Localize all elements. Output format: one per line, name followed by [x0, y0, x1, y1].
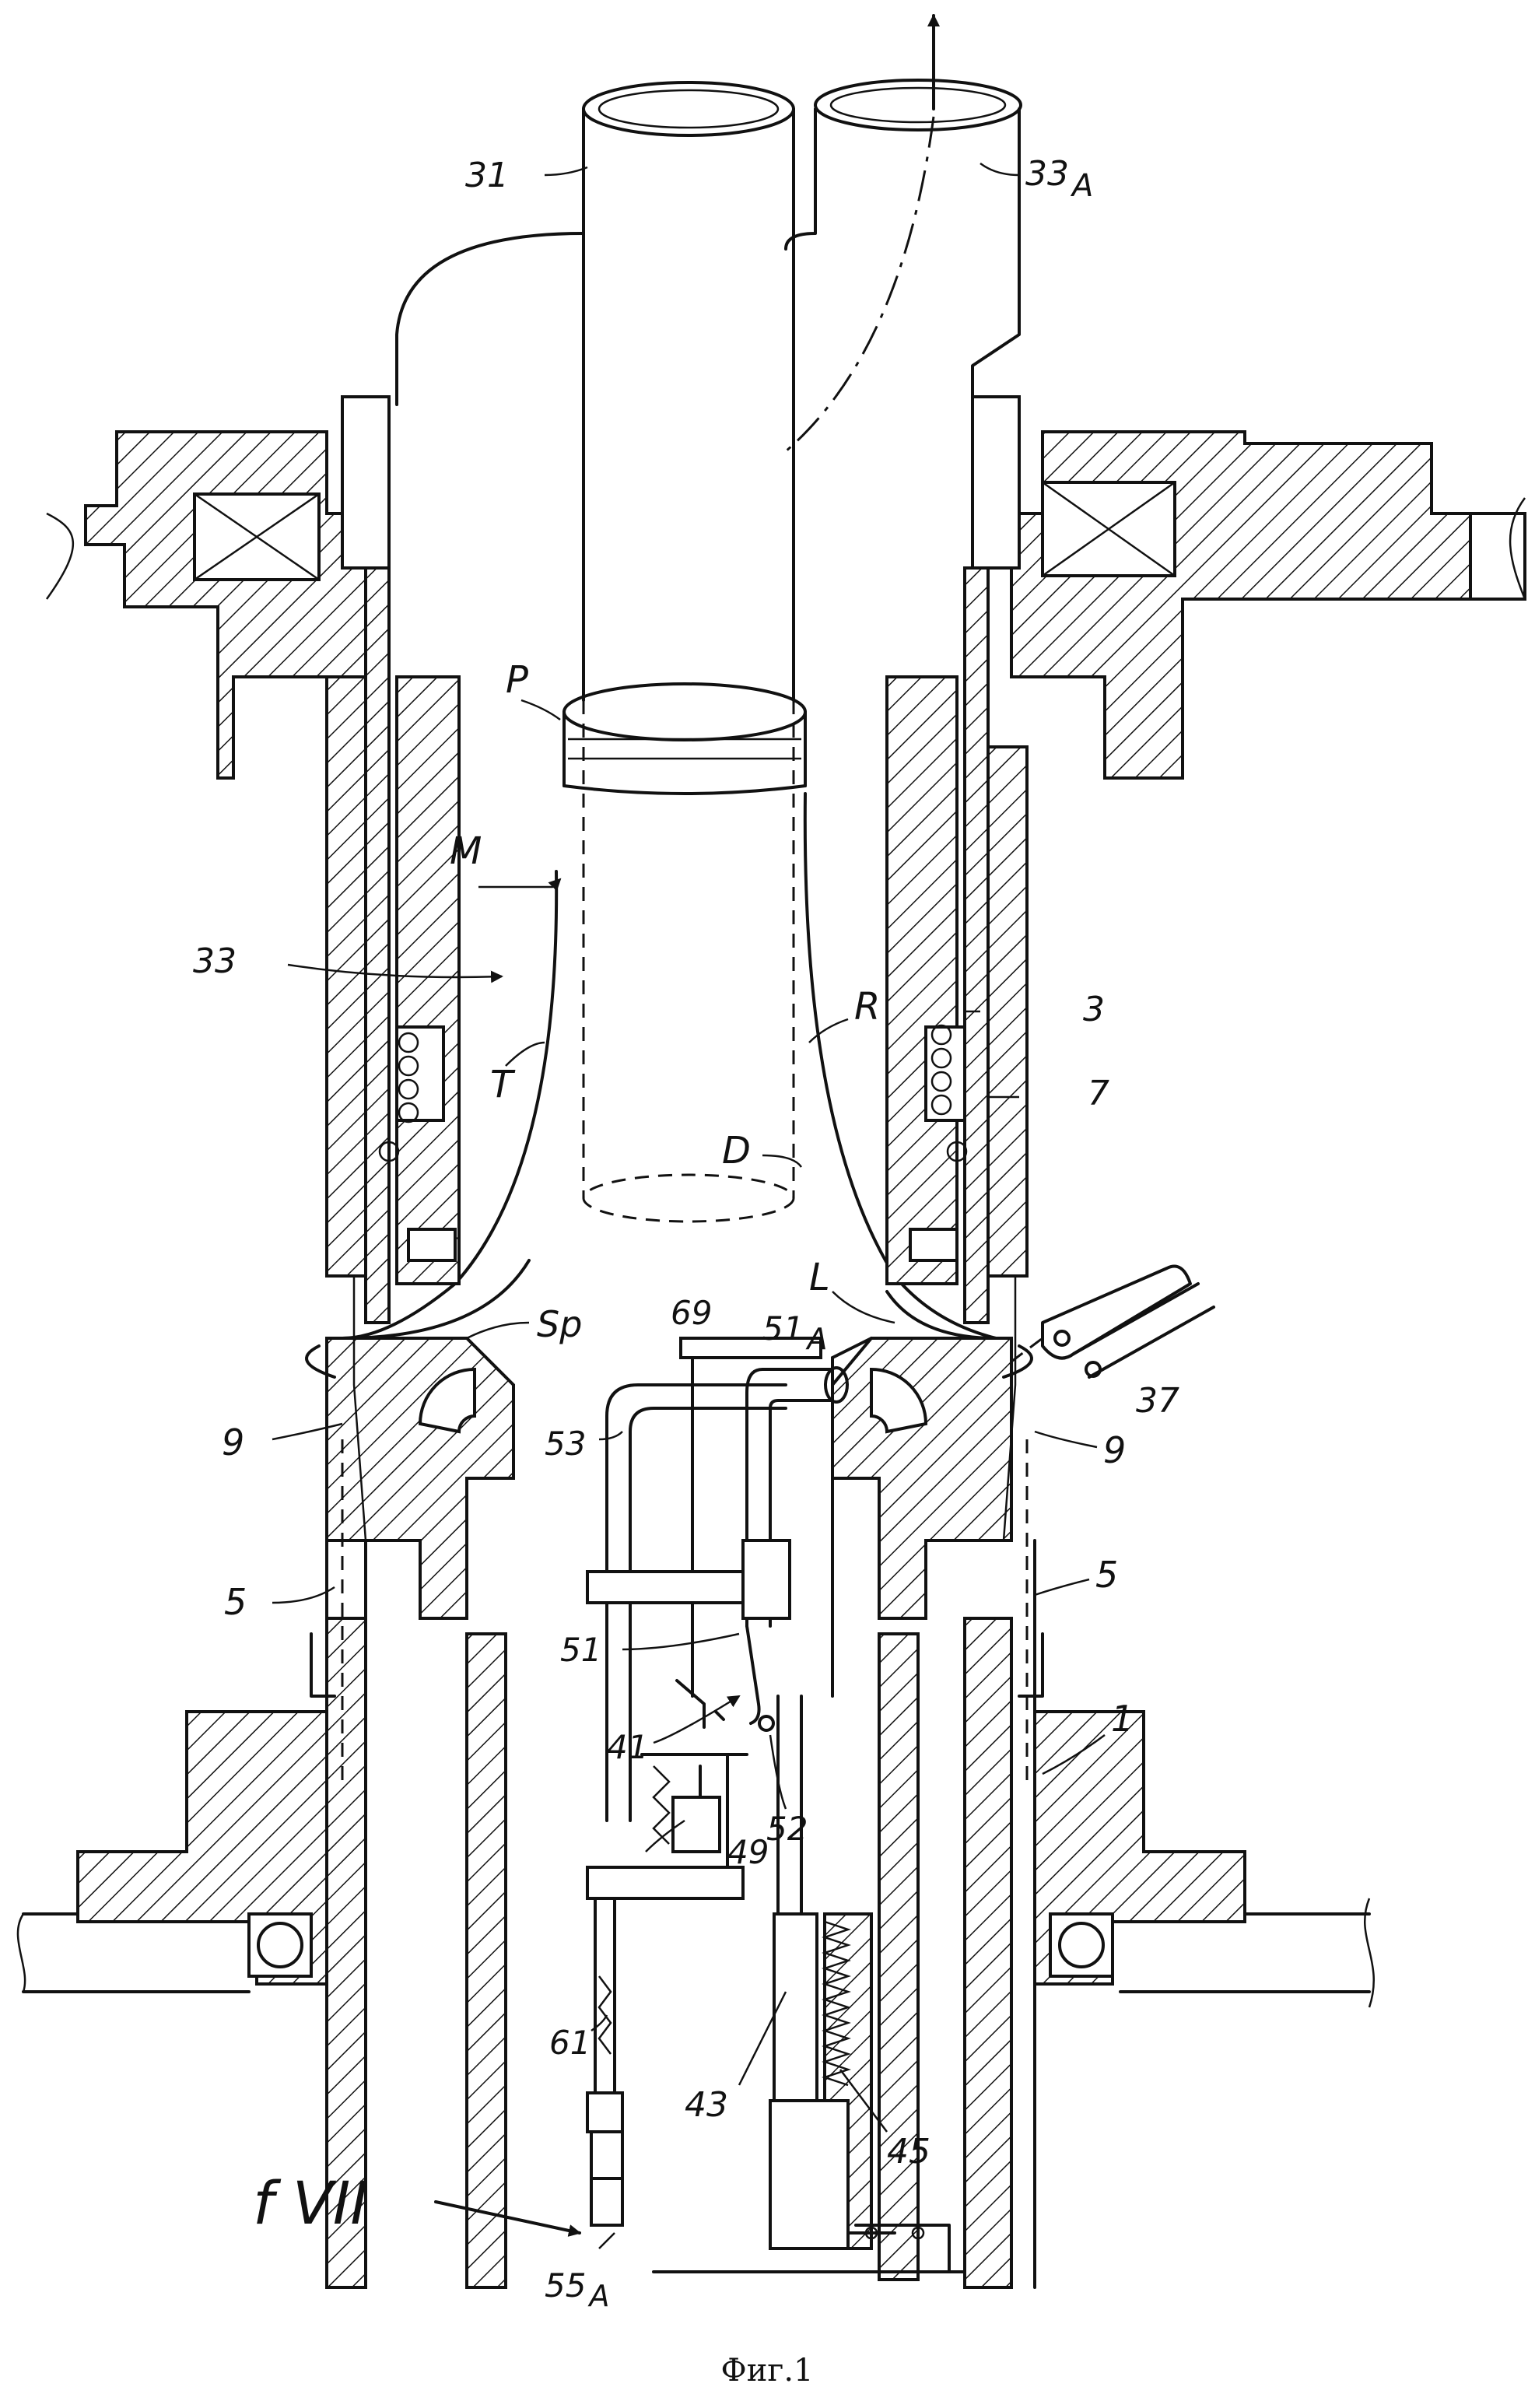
label-33: 33: [193, 941, 237, 981]
label-55A-sub: A: [587, 2279, 609, 2313]
label-fVII: f VII: [253, 2168, 368, 2238]
bypass-pipe: [397, 233, 584, 405]
column-43: [770, 1696, 895, 2249]
label-61: 61: [549, 2024, 591, 2062]
top-housing-right: [973, 397, 1525, 778]
label-7: 7: [1088, 1074, 1109, 1113]
label-51: 51: [560, 1631, 601, 1669]
label-51A-sub: A: [804, 1322, 827, 1356]
bracket-lower: [587, 1867, 743, 1898]
bottom-frame-right: [1035, 1712, 1369, 1992]
label-Sp: Sp: [537, 1303, 582, 1345]
lever-37: [1011, 1267, 1214, 1378]
label-41: 41: [607, 1728, 648, 1766]
label-R: R: [854, 985, 880, 1029]
label-L: L: [809, 1256, 830, 1299]
bottom-break-left: [18, 1914, 25, 1992]
label-5-right: 5: [1095, 1554, 1118, 1596]
label-T: T: [490, 1063, 516, 1106]
label-9-right: 9: [1103, 1429, 1126, 1471]
needle-cylinder-left: [327, 568, 459, 1323]
cylinder-dashed: [584, 700, 794, 1222]
top-break-left: [47, 513, 73, 599]
label-33A: 33A: [1025, 154, 1093, 204]
label-P: P: [506, 658, 528, 702]
label-69: 69: [671, 1294, 712, 1332]
figure-caption: Фиг.1: [721, 2353, 814, 2389]
label-31: 31: [465, 156, 509, 195]
label-9-left: 9: [222, 1421, 244, 1463]
label-49: 49: [727, 1833, 769, 1871]
label-55A-main: 55: [545, 2266, 586, 2305]
label-3: 3: [1083, 990, 1105, 1029]
label-52: 52: [766, 1810, 808, 1848]
clamp-51: [587, 1540, 790, 1618]
needle-cylinder-right: [887, 568, 1027, 1323]
label-55A: 55A: [545, 2266, 609, 2313]
label-M: M: [450, 829, 482, 873]
arrow-fVII: [436, 2202, 580, 2233]
label-D: D: [722, 1129, 751, 1172]
tube-31: [584, 82, 794, 700]
label-43: 43: [685, 2085, 728, 2125]
rod-61: [587, 1898, 622, 2225]
bottom-frame-left: [23, 1712, 327, 1992]
label-33A-main: 33: [1025, 154, 1069, 194]
label-51A-main: 51: [762, 1309, 804, 1348]
label-33A-sub: A: [1070, 168, 1093, 204]
label-53: 53: [545, 1425, 586, 1463]
lower-housing-left: [307, 1338, 513, 2287]
ring-P: [564, 684, 805, 794]
label-1: 1: [1111, 1698, 1134, 1740]
label-5-left: 5: [224, 1581, 247, 1623]
tube-33A: [786, 16, 1021, 451]
label-37: 37: [1136, 1381, 1179, 1421]
label-45: 45: [887, 2132, 930, 2171]
